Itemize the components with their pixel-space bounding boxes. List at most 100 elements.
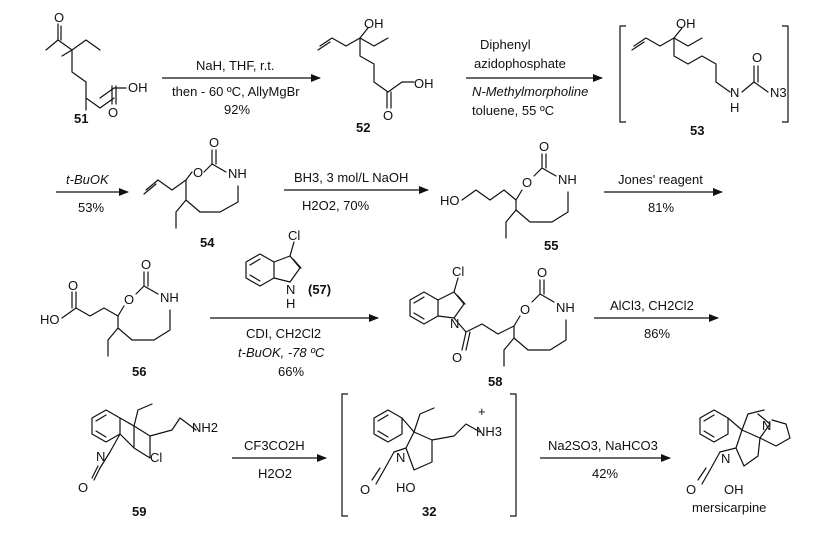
atom-nh: NH: [160, 290, 179, 305]
atom-o: O: [360, 482, 370, 497]
reagent-text: Na2SO3, NaHCO3: [548, 438, 658, 453]
atom-o: O: [520, 302, 530, 317]
atom-o: O: [522, 175, 532, 190]
step-3: t-BuOK 53%: [56, 172, 129, 215]
yield-text: 53%: [78, 200, 104, 215]
molecule-32: N O HO NH3 + 32: [341, 393, 517, 519]
atom-h: H: [286, 296, 295, 311]
atom-o: O: [539, 139, 549, 154]
atom-nh3: NH3: [476, 424, 502, 439]
atom-o: O: [78, 480, 88, 495]
condition-text: H2O2: [258, 466, 292, 481]
atom-o: O: [209, 135, 219, 150]
molecule-54: O O NH 54: [143, 135, 247, 250]
atom-o: O: [383, 108, 393, 123]
molecule-55: HO O O NH 55: [440, 139, 577, 253]
atom-o: O: [54, 10, 64, 25]
atom-o: O: [124, 292, 134, 307]
molecule-57: Cl N H (57): [245, 228, 331, 311]
compound-mersicarpine-label: mersicarpine: [692, 500, 766, 515]
atom-n: N: [396, 450, 405, 465]
reagent-text: BH3, 3 mol/L NaOH: [294, 170, 408, 185]
step-9: Na2SO3, NaHCO3 42%: [540, 438, 671, 481]
atom-o: O: [537, 265, 547, 280]
atom-ho: HO: [40, 312, 60, 327]
yield-text: 81%: [648, 200, 674, 215]
compound-52-label: 52: [356, 120, 370, 135]
atom-o: O: [108, 105, 118, 120]
atom-oh: OH: [414, 76, 434, 91]
compound-54-label: 54: [200, 235, 215, 250]
step-4: BH3, 3 mol/L NaOH H2O2, 70%: [284, 170, 429, 213]
atom-cl: Cl: [452, 264, 464, 279]
atom-n: N: [730, 85, 739, 100]
charge-plus: +: [478, 404, 486, 419]
compound-51-label: 51: [74, 111, 88, 126]
atom-n: N: [450, 316, 459, 331]
atom-nh: NH: [228, 166, 247, 181]
condition-text: CDI, CH2Cl2: [246, 326, 321, 341]
atom-n: N: [762, 418, 771, 433]
condition-text: toluene, 55 ºC: [472, 103, 554, 118]
atom-h: H: [730, 100, 739, 115]
atom-o: O: [68, 278, 78, 293]
atom-oh: OH: [676, 16, 696, 31]
step-8: CF3CO2H H2O2: [232, 438, 327, 481]
step-1: NaH, THF, r.t. then - 60 ºC, AllyMgBr 92…: [162, 58, 321, 117]
atom-o: O: [452, 350, 462, 365]
step-5: Jones' reagent 81%: [604, 172, 723, 215]
atom-o: O: [141, 257, 151, 272]
atom-o: O: [752, 50, 762, 65]
molecule-56: O HO O O NH 56: [40, 257, 179, 379]
molecule-51: O OH O 51: [45, 10, 148, 126]
atom-ho: HO: [396, 480, 416, 495]
molecule-58: Cl N O O O NH 58: [409, 264, 575, 389]
atom-oh: OH: [364, 16, 384, 31]
molecule-59: Cl N O NH2 59: [78, 403, 218, 519]
molecule-mersicarpine: N N O OH mersicarpine: [686, 409, 791, 515]
compound-57-label: (57): [308, 282, 331, 297]
atom-oh: OH: [724, 482, 744, 497]
yield-text: 86%: [644, 326, 670, 341]
left-bracket: [341, 393, 348, 517]
condition-text: H2O2, 70%: [302, 198, 370, 213]
atom-o: O: [686, 482, 696, 497]
atom-n: N: [286, 282, 295, 297]
compound-56-label: 56: [132, 364, 146, 379]
compound-53-label: 53: [690, 123, 704, 138]
condition-text: N-Methylmorpholine: [472, 84, 588, 99]
left-bracket: [619, 25, 626, 123]
atom-cl: Cl: [288, 228, 300, 243]
step-6: CDI, CH2Cl2 t-BuOK, -78 ºC 66%: [210, 314, 379, 379]
molecule-53: OH N H O N3 53: [619, 16, 789, 138]
reagent-text: NaH, THF, r.t.: [196, 58, 275, 73]
atom-cl: Cl: [150, 450, 162, 465]
atom-n: N: [96, 449, 105, 464]
yield-text: 42%: [592, 466, 618, 481]
reagent-text: Jones' reagent: [618, 172, 703, 187]
step-7: AlCl3, CH2Cl2 86%: [594, 298, 719, 341]
atom-nh2: NH2: [192, 420, 218, 435]
atom-nh: NH: [558, 172, 577, 187]
reagent-text: Diphenyl: [480, 37, 531, 52]
compound-59-label: 59: [132, 504, 146, 519]
compound-55-label: 55: [544, 238, 558, 253]
reagent-text: CF3CO2H: [244, 438, 305, 453]
step-2: Diphenyl azidophosphate N-Methylmorpholi…: [466, 37, 603, 118]
yield-text: 66%: [278, 364, 304, 379]
yield-text: 92%: [224, 102, 250, 117]
molecule-52: OH OH O 52: [317, 16, 434, 135]
atom-n3: N3: [770, 85, 787, 100]
right-bracket: [510, 393, 517, 517]
reagent-text: AlCl3, CH2Cl2: [610, 298, 694, 313]
condition-text: then - 60 ºC, AllyMgBr: [172, 84, 300, 99]
condition-text: t-BuOK, -78 ºC: [238, 345, 325, 360]
atom-oh: OH: [128, 80, 148, 95]
reagent-text: azidophosphate: [474, 56, 566, 71]
atom-nh: NH: [556, 300, 575, 315]
atom-o: O: [193, 165, 203, 180]
compound-32-label: 32: [422, 504, 436, 519]
right-bracket: [782, 25, 789, 123]
atom-ho: HO: [440, 193, 460, 208]
compound-58-label: 58: [488, 374, 502, 389]
